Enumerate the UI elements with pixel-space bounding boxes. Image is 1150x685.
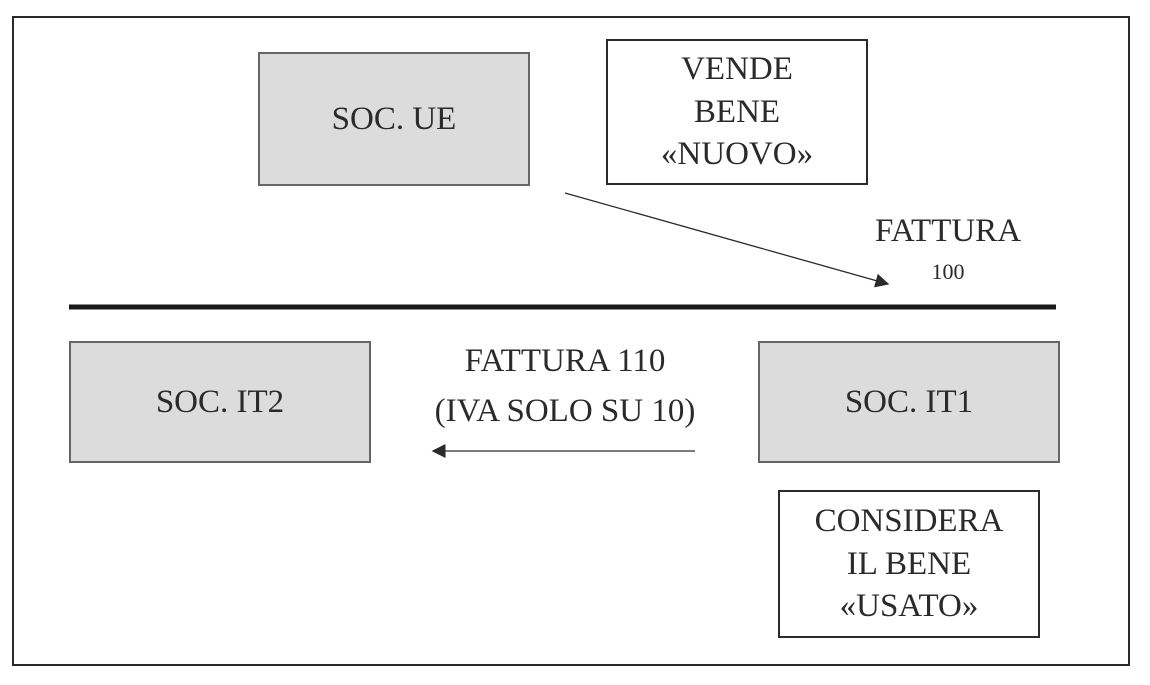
considera-bene-usato-note: CONSIDERA IL BENE «USATO» [778, 490, 1040, 638]
vende-line-3: «NUOVO» [660, 136, 814, 173]
vende-bene-nuovo-note: VENDE BENE «NUOVO» [606, 39, 868, 185]
invoice-100-title: FATTURA [874, 213, 1022, 249]
considera-line-1: CONSIDERA [814, 502, 1004, 539]
arrow-ue-to-it1 [564, 192, 890, 288]
soc-ue-box: SOC. UE [258, 52, 530, 186]
invoice-100-amount: 100 [931, 259, 965, 284]
soc-it1-label: SOC. IT1 [844, 383, 974, 420]
diagram-frame [12, 16, 1130, 666]
considera-line-2: IL BENE [846, 545, 972, 582]
invoice-110-line-2: (IVA SOLO SU 10) [434, 393, 696, 429]
invoice-110-line-1: FATTURA 110 [464, 343, 666, 379]
vende-line-1: VENDE [681, 50, 793, 87]
soc-it2-label: SOC. IT2 [155, 383, 285, 420]
soc-it1-box: SOC. IT1 [758, 341, 1060, 463]
considera-line-3: «USATO» [839, 588, 979, 625]
soc-ue-label: SOC. UE [331, 100, 457, 137]
vende-line-2: BENE [693, 93, 781, 130]
soc-it2-box: SOC. IT2 [69, 341, 371, 463]
